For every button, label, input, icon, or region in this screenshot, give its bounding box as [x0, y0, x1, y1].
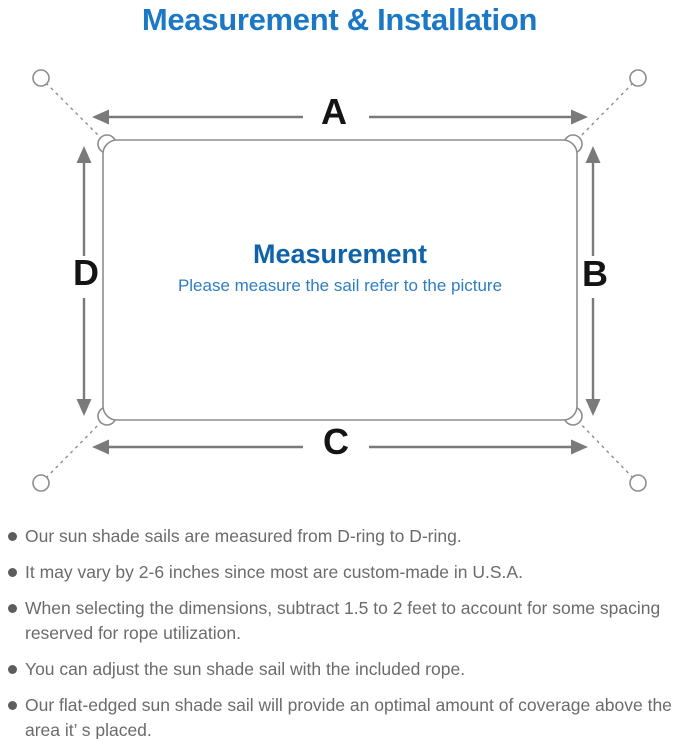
page-title: Measurement & Installation: [141, 2, 538, 37]
note-text: It may vary by 2-6 inches since most are…: [25, 562, 523, 582]
list-item: Our sun shade sails are measured from D-…: [8, 524, 672, 549]
list-item: You can adjust the sun shade sail with t…: [8, 657, 672, 682]
arrow-d-bottom-head: [76, 399, 92, 416]
anchor-point-icon: [32, 69, 50, 87]
list-item: It may vary by 2-6 inches since most are…: [8, 560, 672, 585]
anchor-point-icon: [629, 69, 647, 87]
list-item: When selecting the dimensions, subtract …: [8, 596, 672, 646]
sail-center-text: Measurement Please measure the sail refe…: [177, 239, 503, 295]
notes-list: Our sun shade sails are measured from D-…: [8, 524, 672, 739]
bullet-icon: [8, 532, 17, 541]
arrow-c-right-head: [571, 439, 588, 455]
dimension-label-d: D: [73, 252, 99, 293]
arrow-c-left-head: [92, 439, 109, 455]
rope-line-top-right: [572, 77, 639, 145]
bullet-icon: [8, 568, 17, 577]
rope-line-bottom-left: [40, 415, 108, 484]
arrow-b-bottom-head: [585, 399, 601, 416]
dimension-label-b: B: [582, 253, 608, 294]
measurement-heading: Measurement: [252, 239, 428, 269]
bullet-icon: [8, 665, 17, 674]
note-text: Our sun shade sails are measured from D-…: [25, 526, 462, 546]
arrow-b-top-head: [585, 146, 601, 163]
anchor-point-icon: [629, 474, 647, 492]
anchor-point-icon: [32, 474, 50, 492]
dimension-label-a: A: [321, 91, 347, 132]
note-text: Our flat-edged sun shade sail will provi…: [25, 695, 672, 739]
bullet-icon: [8, 701, 17, 710]
measurement-subheading: Please measure the sail refer to the pic…: [177, 276, 503, 295]
arrow-d-top-head: [76, 146, 92, 163]
list-item: Our flat-edged sun shade sail will provi…: [8, 693, 672, 739]
rope-line-bottom-right: [572, 415, 639, 484]
note-text: When selecting the dimensions, subtract …: [25, 598, 661, 643]
dimension-label-c: C: [323, 421, 349, 462]
note-text: You can adjust the sun shade sail with t…: [25, 659, 466, 679]
measurement-diagram: [32, 69, 647, 492]
arrow-a-right-head: [571, 109, 588, 125]
rope-line-top-left: [40, 77, 108, 145]
bullet-icon: [8, 604, 17, 613]
sail-rectangle: [102, 139, 578, 421]
arrow-a-left-head: [92, 109, 109, 125]
